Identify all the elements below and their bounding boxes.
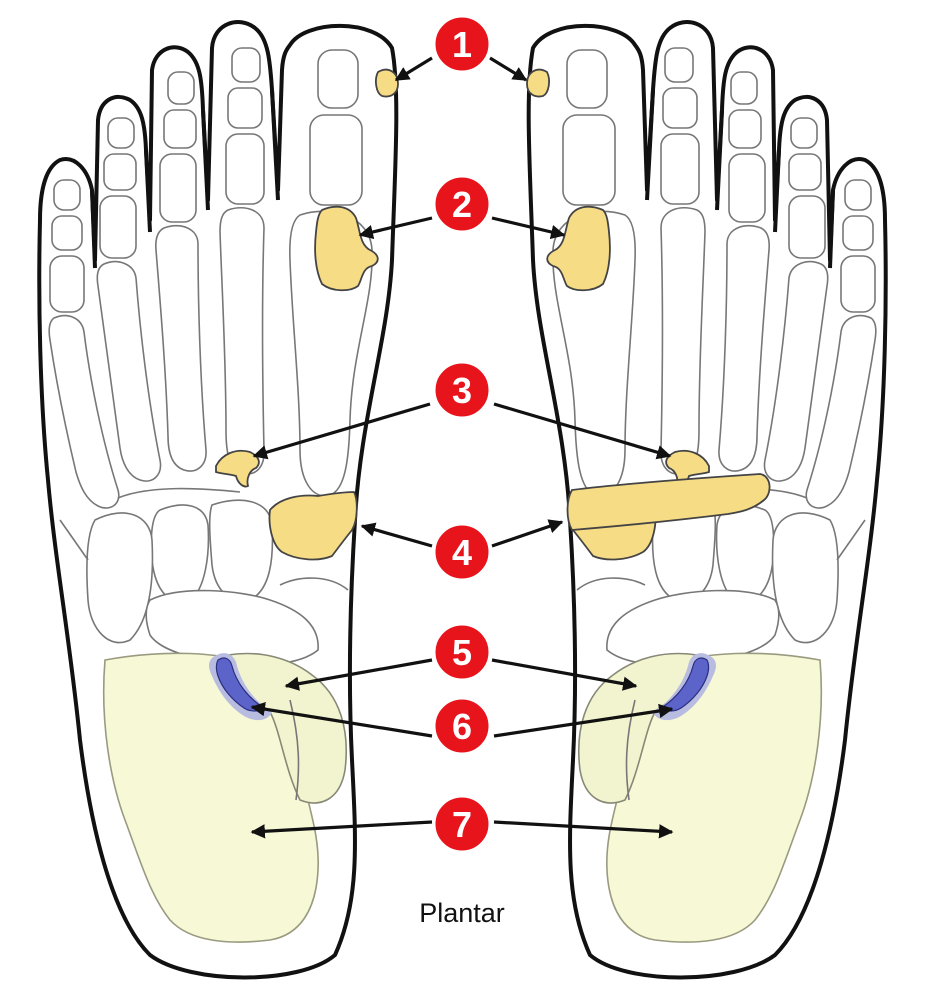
marker-5: 5 (432, 622, 492, 682)
svg-text:4: 4 (452, 532, 472, 573)
svg-text:3: 3 (452, 370, 472, 411)
marker-3: 3 (432, 360, 492, 420)
marker-4: 4 (432, 522, 492, 582)
diagram-caption: Plantar (419, 898, 505, 928)
arrow-6-left (250, 701, 433, 738)
metatarsal-highlight-right (566, 473, 771, 531)
arrow-4-left (360, 522, 433, 548)
svg-text:1: 1 (452, 24, 472, 65)
arrow-4-right (491, 519, 564, 548)
arrow-5-left (284, 658, 433, 691)
marker-2: 2 (432, 174, 492, 234)
svg-text:6: 6 (452, 706, 472, 747)
arrow-6-right (493, 703, 674, 738)
svg-text:5: 5 (452, 632, 472, 673)
arrow-1-right (489, 56, 528, 82)
arrow-7-right (493, 820, 674, 839)
svg-text:7: 7 (452, 804, 472, 845)
arrow-1-left (394, 56, 433, 82)
arrow-2-right (491, 216, 566, 240)
marker-1: 1 (432, 14, 492, 74)
callout-arrows (250, 56, 674, 839)
svg-text:2: 2 (452, 184, 472, 225)
marker-6: 6 (432, 696, 492, 756)
arrow-5-right (491, 658, 638, 691)
arrow-3-right (493, 402, 672, 460)
marker-7: 7 (432, 794, 492, 854)
arrow-7-left (250, 820, 433, 839)
left-foot (37, 20, 401, 980)
arrow-3-left (252, 402, 431, 460)
arrow-2-left (358, 216, 433, 240)
